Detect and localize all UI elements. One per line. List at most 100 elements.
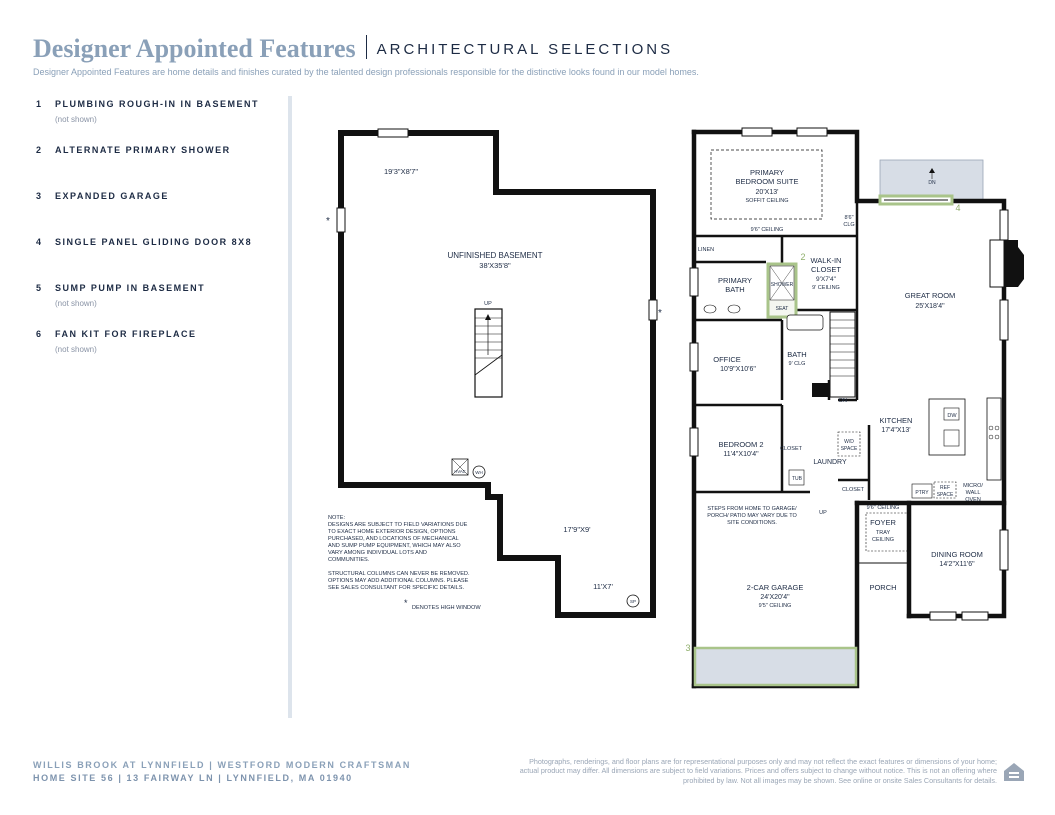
dishwasher-label: DW — [947, 413, 957, 419]
dishwasher — [943, 407, 960, 421]
basement-window — [336, 207, 346, 233]
shower-label: SHOWER — [771, 282, 794, 288]
feature-item: 4 SINGLE PANEL GLIDING DOOR 8X8 — [36, 237, 276, 283]
office-dims: 10'9"X10'6" — [720, 366, 756, 373]
sink-icon — [703, 304, 717, 314]
bedroom2-dims: 11'4"X10'4" — [723, 451, 759, 458]
primary-suite-ceiling: SOFFIT CEILING — [746, 198, 789, 204]
feature-number: 4 — [36, 237, 43, 247]
tub — [788, 469, 805, 486]
wd-label: SPACE — [841, 446, 858, 452]
window — [741, 127, 773, 137]
primary-suite-label: BEDROOM SUITE — [736, 177, 799, 186]
feature-note: (not shown) — [55, 345, 97, 354]
window — [929, 611, 957, 621]
steps-note: SITE CONDITIONS. — [727, 520, 777, 526]
walkin-label: CLOSET — [811, 265, 841, 274]
water-heater-label: WH — [475, 470, 483, 475]
ref-label: REF — [940, 485, 950, 491]
feature-list: 1 PLUMBING ROUGH-IN IN BASEMENT (not sho… — [36, 99, 276, 375]
high-window-star: * — [326, 216, 330, 227]
feature-item: 1 PLUMBING ROUGH-IN IN BASEMENT (not sho… — [36, 99, 276, 145]
high-window-star: * — [658, 308, 662, 319]
feature-marker-2: 2 — [800, 252, 805, 262]
bedroom2-label: BEDROOM 2 — [718, 440, 763, 449]
feature-number: 5 — [36, 283, 43, 293]
feature-number: 3 — [36, 191, 43, 201]
sump-pump-label: SP — [630, 599, 636, 604]
feature-note: (not shown) — [55, 299, 97, 308]
fireplace-icon — [1004, 240, 1024, 287]
basement-label: UNFINISHED BASEMENT — [447, 251, 542, 260]
basement-window — [377, 128, 409, 138]
linen-label: LINEN — [698, 247, 714, 253]
primary-suite-label: PRIMARY — [750, 168, 784, 177]
walkin-label: WALK-IN — [811, 256, 842, 265]
kitchen-label: KITCHEN — [880, 416, 913, 425]
feature-item: 6 FAN KIT FOR FIREPLACE (not shown) — [36, 329, 276, 375]
footer-community: WILLIS BROOK AT LYNNFIELD | WESTFORD MOD… — [33, 760, 411, 770]
first-floor-plan: DN — [685, 127, 1024, 689]
wd-label: W/D — [844, 439, 854, 445]
foyer-label: FOYER — [870, 518, 896, 527]
great-room-label: GREAT ROOM — [905, 291, 956, 300]
window — [999, 209, 1009, 241]
basement-notes: NOTE: DESIGNS ARE SUBJECT TO FIELD VARIA… — [328, 515, 470, 591]
equal-housing-icon — [1004, 763, 1024, 781]
section-divider — [288, 96, 292, 718]
title-divider — [365, 35, 367, 59]
note-line: STRUCTURAL COLUMNS CAN NEVER BE REMOVED. — [328, 571, 470, 577]
ref-label: SPACE — [937, 492, 954, 498]
page-subtitle: ARCHITECTURAL SELECTIONS — [376, 41, 674, 58]
bathtub-icon — [786, 314, 824, 331]
water-heater: WH — [472, 465, 486, 479]
feature-number: 2 — [36, 145, 43, 155]
primary-bath-label: BATH — [725, 285, 744, 294]
kitchen-sink — [943, 429, 960, 447]
dining-dims: 14'2"X11'6" — [939, 561, 975, 568]
feature-label: FAN KIT FOR FIREPLACE — [55, 329, 197, 339]
oven-label: OVEN — [965, 497, 981, 503]
note-line: VARY AMONG INDIVIDUAL LOTS AND — [328, 550, 427, 556]
steps-note: STEPS FROM HOME TO GARAGE/ — [707, 506, 797, 512]
ref-space — [933, 481, 957, 499]
tub-label: TUB — [792, 476, 803, 482]
stairs-dn-label: DN — [839, 398, 847, 404]
steps-note: PORCH/ PATIO MAY VARY DUE TO — [707, 513, 797, 519]
note-line: TO EXACT HOME EXTERIOR DESIGN, OPTIONS — [328, 529, 456, 535]
note-line: AND SUMP PUMP EQUIPMENT, WHICH MAY ALSO — [328, 543, 461, 549]
porch-label: PORCH — [869, 583, 896, 592]
footer-address: HOME SITE 56 | 13 FAIRWAY LN | LYNNFIELD… — [33, 773, 353, 783]
basement-room-dims: 19'3"X8'7" — [384, 167, 418, 176]
column-block — [812, 383, 828, 397]
walkin-ceiling: 9' CEILING — [812, 285, 840, 291]
laundry-label: LAUNDRY — [813, 459, 847, 466]
bath-ceiling: 9' CLG — [789, 361, 806, 367]
great-room-dims: 25'X18'4" — [915, 303, 945, 310]
walkin-dims: 9'X7'4" — [816, 276, 837, 283]
window — [689, 342, 699, 372]
basement-area-dims: 17'9"X9' — [563, 525, 591, 534]
tray-ceiling-outline — [865, 512, 911, 552]
fireplace-hearth — [989, 239, 1005, 288]
primary-bath-label: PRIMARY — [718, 276, 752, 285]
basement-up-label: UP — [484, 301, 492, 307]
garage-ceiling: 9'5" CEILING — [759, 603, 792, 609]
soffit-outline — [710, 149, 823, 220]
note-line: SEE SALES CONSULTANT FOR SPECIFIC DETAIL… — [328, 585, 464, 591]
expanded-garage-highlight — [693, 646, 858, 687]
office-label: OFFICE — [713, 355, 741, 364]
dining-label: DINING ROOM — [931, 550, 983, 559]
feature-label: ALTERNATE PRIMARY SHOWER — [55, 145, 231, 155]
bath-label: BATH — [787, 350, 806, 359]
page-description: Designer Appointed Features are home det… — [33, 67, 699, 77]
window — [961, 611, 989, 621]
feature-note: (not shown) — [55, 115, 97, 124]
basement-dims: 38'X35'8" — [479, 261, 511, 270]
oven-label: MICRO/ — [963, 483, 983, 489]
high-window-star: * — [404, 598, 408, 608]
window — [999, 299, 1009, 341]
closet2-label: CLOSET — [842, 487, 865, 493]
note-line: NOTE: — [328, 515, 346, 521]
